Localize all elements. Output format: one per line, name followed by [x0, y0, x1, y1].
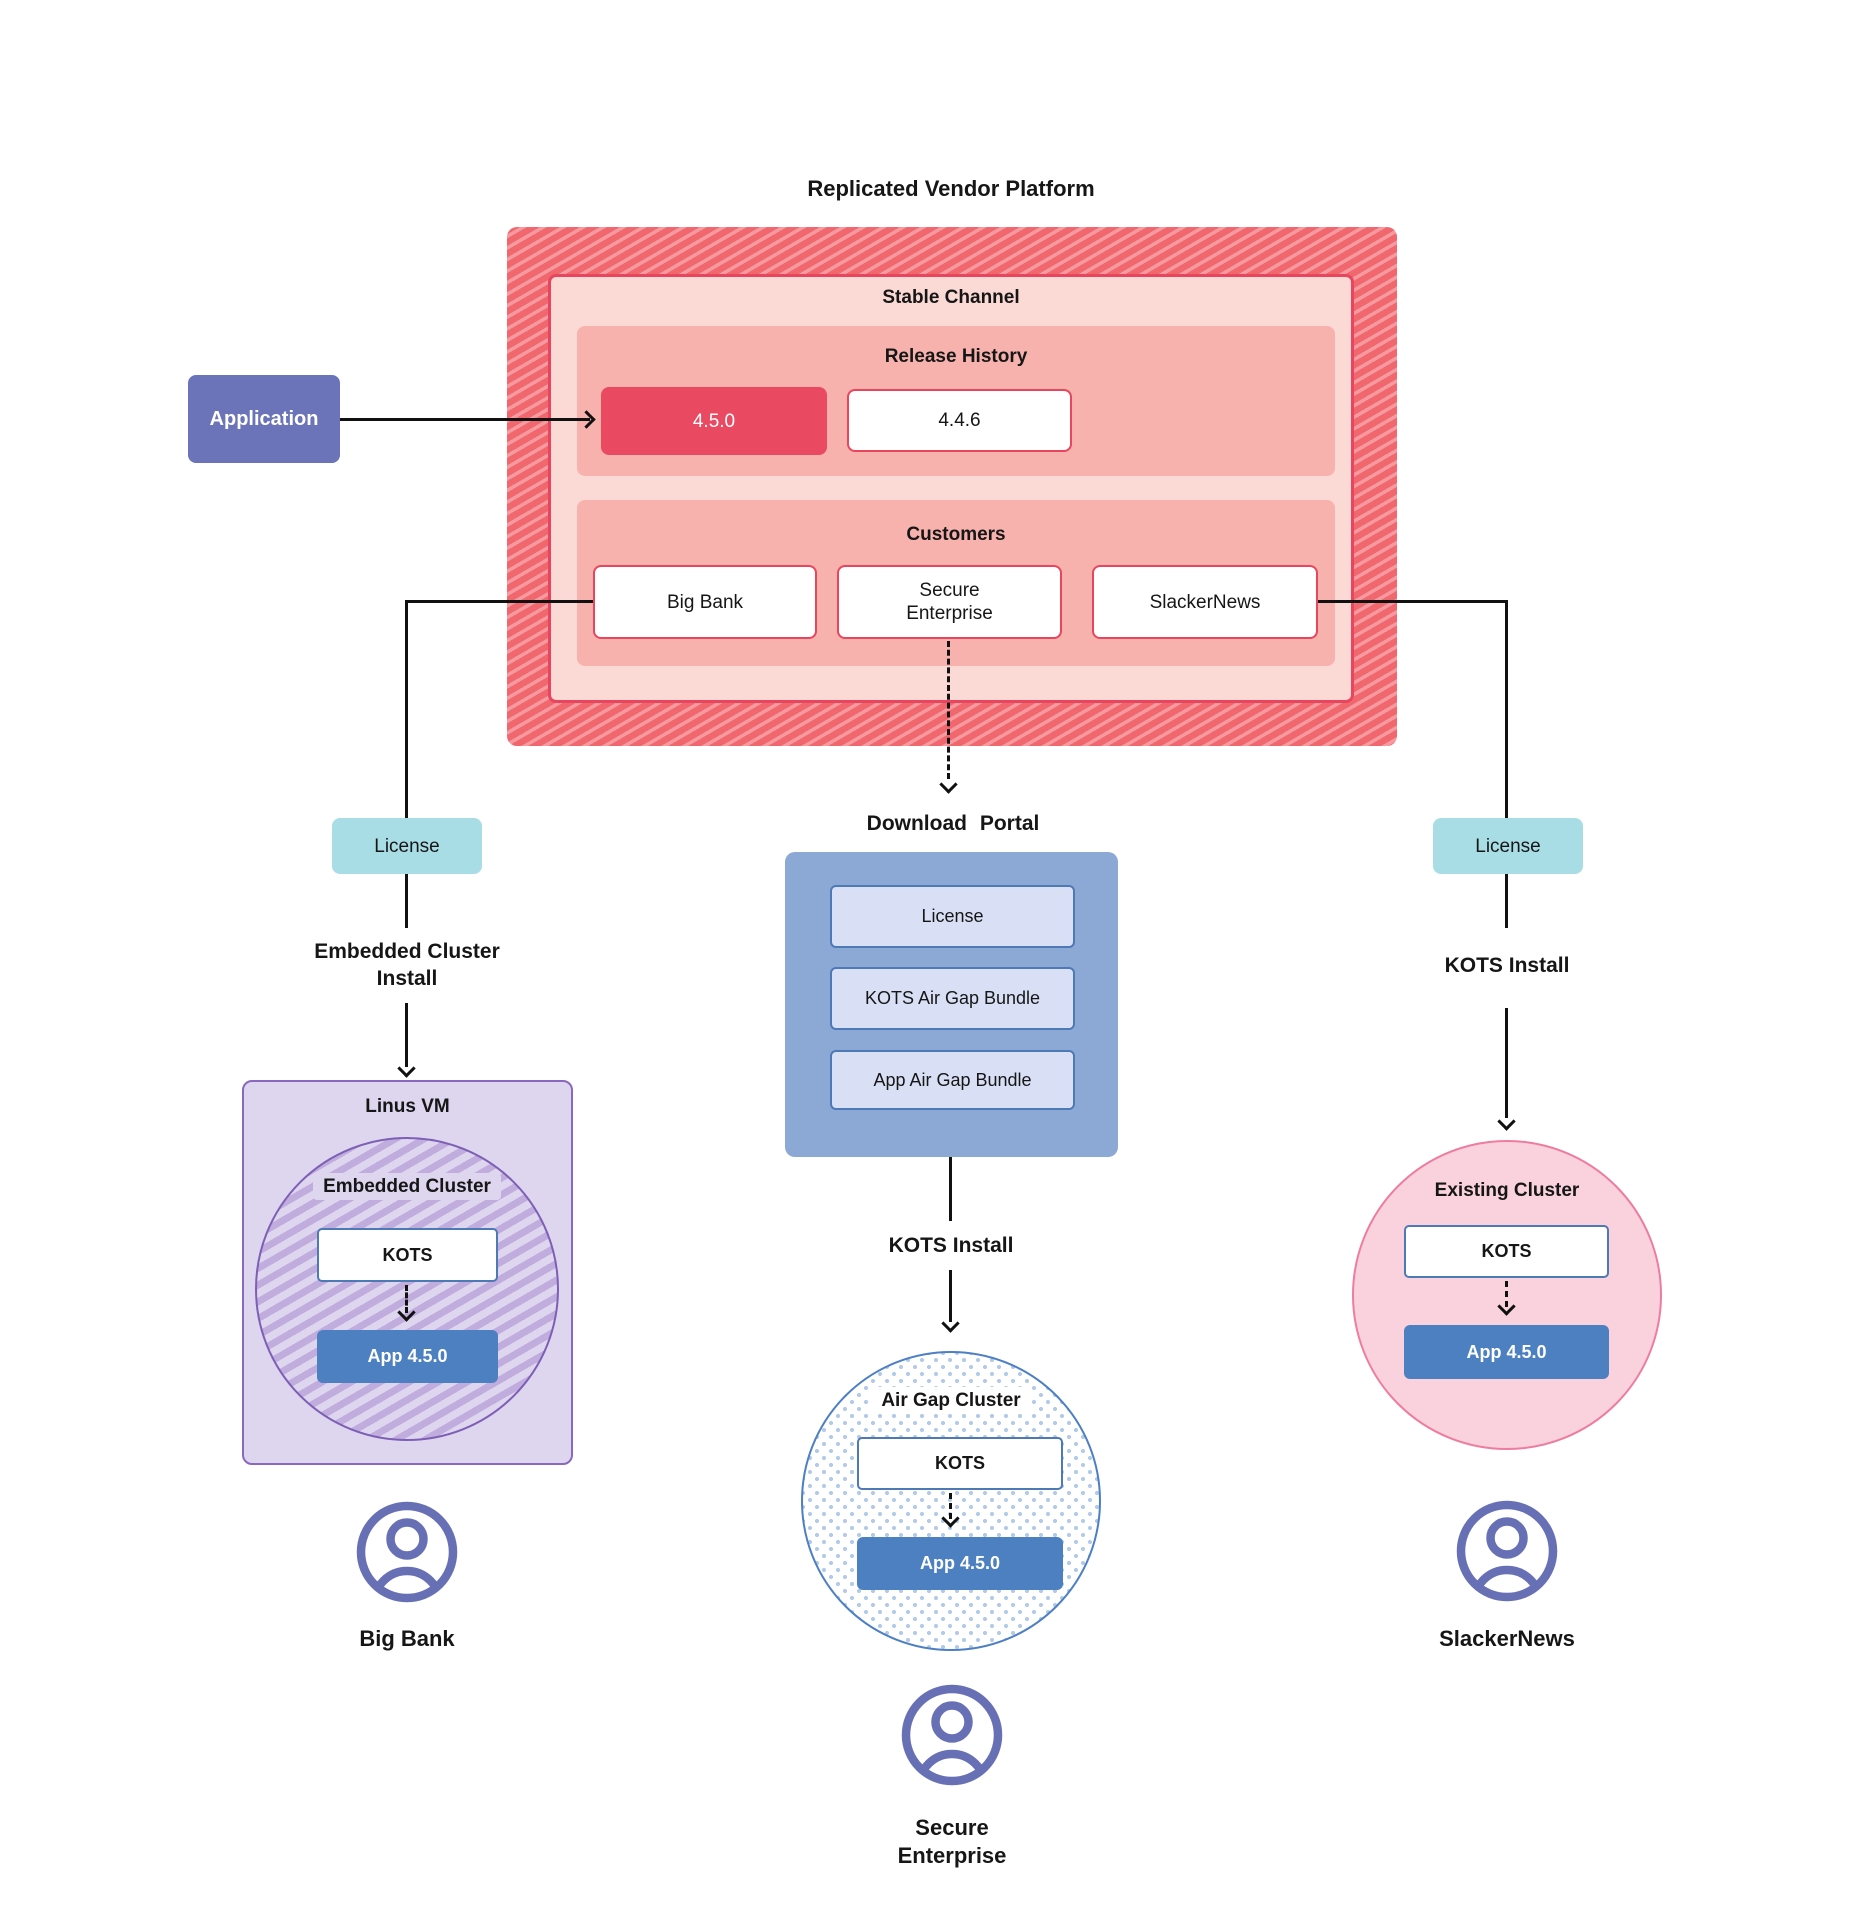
- slackernews-connector-v: [1505, 600, 1508, 928]
- app-box-airgap: App 4.5.0: [857, 1537, 1063, 1590]
- persona-label-slackernews: SlackerNews: [1439, 1626, 1575, 1651]
- release-version-box-previous: 4.4.6: [847, 389, 1072, 452]
- customer-box-slackernews: SlackerNews: [1092, 565, 1318, 639]
- customers-label: Customers: [906, 524, 1006, 545]
- portal-item-app-air-gap-bundle: App Air Gap Bundle: [830, 1050, 1075, 1110]
- middle-install-arrow-head: [941, 1314, 960, 1333]
- user-icon: [356, 1501, 458, 1603]
- embedded-cluster-label: Embedded Cluster: [313, 1173, 501, 1200]
- kots-box-embedded: KOTS: [317, 1228, 498, 1282]
- application-arrow-line: [340, 418, 590, 421]
- right-install-arrow-head: [1497, 1112, 1516, 1131]
- air-gap-cluster-label: Air Gap Cluster: [871, 1387, 1031, 1414]
- airgap-kots-app-dashed-line: [949, 1493, 952, 1519]
- portal-install-line: [949, 1157, 952, 1221]
- embedded-cluster-label-wrap: Embedded Cluster: [307, 1173, 507, 1200]
- persona-label-big-bank: Big Bank: [359, 1626, 455, 1651]
- page-title: Replicated Vendor Platform: [807, 176, 1095, 201]
- customer-box-secure-enterprise: Secure Enterprise: [837, 565, 1062, 639]
- air-gap-cluster-label-wrap: Air Gap Cluster: [851, 1387, 1051, 1414]
- left-install-arrow-head: [397, 1059, 416, 1078]
- kots-box-airgap: KOTS: [857, 1437, 1063, 1490]
- secure-enterprise-dashed-line: [947, 641, 950, 779]
- big-bank-connector-v: [405, 600, 408, 928]
- stable-channel-label: Stable Channel: [882, 287, 1020, 308]
- portal-item-kots-air-gap-bundle: KOTS Air Gap Bundle: [830, 967, 1075, 1030]
- right-install-arrow-line: [1505, 1008, 1508, 1118]
- embedded-kots-app-dashed-line: [405, 1285, 408, 1313]
- portal-item-license: License: [830, 885, 1075, 948]
- application-box: Application: [188, 375, 340, 463]
- secure-enterprise-dashed-arrow-head: [939, 775, 958, 794]
- customer-box-secure-enterprise-label: Secure Enterprise: [906, 580, 993, 624]
- kots-install-label-middle: KOTS Install: [888, 1234, 1014, 1257]
- persona-label-secure-enterprise: Secure Enterprise: [897, 1815, 1007, 1868]
- embedded-cluster-install-label: Embedded Cluster Install: [314, 940, 500, 990]
- license-box-left: License: [332, 818, 482, 874]
- existing-cluster-label: Existing Cluster: [1434, 1180, 1580, 1201]
- app-box-embedded: App 4.5.0: [317, 1330, 498, 1383]
- slackernews-connector-h: [1318, 600, 1508, 603]
- user-icon: [1456, 1500, 1558, 1602]
- download-portal-title: Download Portal: [866, 812, 1040, 835]
- middle-install-arrow-line: [949, 1270, 952, 1322]
- license-box-right: License: [1433, 818, 1583, 874]
- customer-box-big-bank: Big Bank: [593, 565, 817, 639]
- linus-vm-label: Linus VM: [365, 1096, 450, 1117]
- app-box-existing: App 4.5.0: [1404, 1325, 1609, 1379]
- existing-kots-app-dashed-line: [1505, 1281, 1508, 1307]
- user-icon: [901, 1684, 1003, 1786]
- release-history-label: Release History: [884, 346, 1028, 367]
- left-install-arrow-line: [405, 1003, 408, 1067]
- kots-install-label-right: KOTS Install: [1444, 954, 1570, 977]
- kots-box-existing: KOTS: [1404, 1225, 1609, 1278]
- release-version-box-current: 4.5.0: [601, 387, 827, 455]
- big-bank-connector-h: [407, 600, 593, 603]
